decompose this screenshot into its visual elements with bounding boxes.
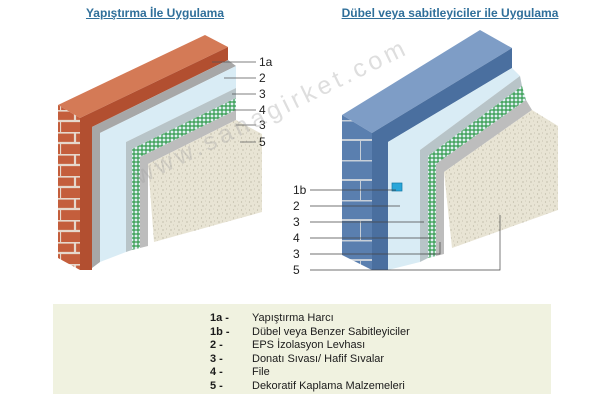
legend-text: Dübel veya Benzer Sabitleyiciler bbox=[252, 325, 410, 338]
legend-item: 2 - EPS İzolasyon Levhası bbox=[210, 339, 410, 353]
legend-item: 1a - Yapıştırma Harcı bbox=[210, 312, 410, 326]
diagram-canvas: 1a 2 3 4 3 5 1b 2 3 4 3 5 bbox=[58, 30, 558, 277]
left-callout-3b: 3 bbox=[259, 118, 266, 132]
left-callout-4: 4 bbox=[259, 103, 266, 117]
legend-code: 1a - bbox=[210, 312, 229, 324]
left-mesh-layer bbox=[132, 98, 236, 250]
legend-item: 3 - Donatı Sıvası/ Hafif Sıvalar bbox=[210, 353, 410, 367]
left-callout-1a: 1a bbox=[259, 55, 273, 69]
left-callout-5: 5 bbox=[259, 135, 266, 149]
left-brick-face bbox=[80, 47, 228, 270]
left-brick-front bbox=[58, 105, 80, 270]
legend-code: 3 - bbox=[210, 352, 223, 365]
title-right: Dübel veya sabitleyiciler ile Uygulama bbox=[341, 6, 559, 20]
right-callout-3b: 3 bbox=[293, 247, 300, 261]
right-assembly bbox=[342, 30, 558, 270]
right-render-layer-1 bbox=[420, 76, 522, 262]
legend-text: EPS İzolasyon Levhası bbox=[252, 339, 366, 351]
left-callout-3a: 3 bbox=[259, 87, 266, 101]
legend-text: Dekoratif Kaplama Malzemeleri bbox=[252, 379, 405, 392]
right-callout-5: 5 bbox=[293, 263, 300, 277]
right-block-top bbox=[342, 30, 512, 133]
legend-text: Donatı Sıvası/ Hafif Sıvalar bbox=[252, 352, 385, 365]
legend-text: File bbox=[252, 366, 270, 378]
left-assembly bbox=[58, 35, 262, 270]
title-left: Yapıştırma İle Uygulama bbox=[85, 6, 225, 20]
right-block-front bbox=[342, 115, 372, 270]
right-block-face bbox=[372, 48, 512, 270]
legend-item: 1b - Dübel veya Benzer Sabitleyiciler bbox=[210, 326, 410, 340]
legend-code: 2 - bbox=[210, 339, 223, 351]
legend-code: 1b - bbox=[210, 325, 230, 338]
right-mesh-layer bbox=[428, 86, 526, 258]
left-eps-layer bbox=[100, 66, 236, 262]
legend-code: 4 - bbox=[210, 366, 223, 378]
legend-item: 5 - Dekoratif Kaplama Malzemeleri bbox=[210, 380, 410, 394]
right-finish-layer bbox=[444, 110, 558, 248]
right-callout-lines bbox=[310, 189, 501, 271]
legend-item: 4 - File bbox=[210, 366, 410, 380]
right-callout-3a: 3 bbox=[293, 215, 300, 229]
right-callout-1b: 1b bbox=[293, 183, 307, 197]
left-callout-lines bbox=[212, 61, 256, 143]
right-render-layer-2 bbox=[436, 100, 532, 256]
right-callout-2: 2 bbox=[293, 199, 300, 213]
right-eps-layer bbox=[388, 68, 520, 270]
right-callout-4: 4 bbox=[293, 231, 300, 245]
dowel-icon bbox=[391, 182, 403, 192]
legend-text: Yapıştırma Harcı bbox=[252, 312, 334, 324]
legend-code: 5 - bbox=[210, 379, 223, 392]
left-render-layer-1 bbox=[126, 88, 236, 252]
legend-box: 1a - Yapıştırma Harcı 1b - Dübel veya Benz… bbox=[53, 304, 551, 394]
left-adhesive-layer bbox=[92, 60, 236, 268]
left-finish-layer bbox=[148, 120, 262, 242]
left-callout-2: 2 bbox=[259, 71, 266, 85]
left-render-layer-2 bbox=[140, 110, 236, 248]
left-brick-top bbox=[58, 35, 228, 118]
legend-list: 1a - Yapıştırma Harcı 1b - Dübel veya Benz… bbox=[210, 312, 410, 393]
